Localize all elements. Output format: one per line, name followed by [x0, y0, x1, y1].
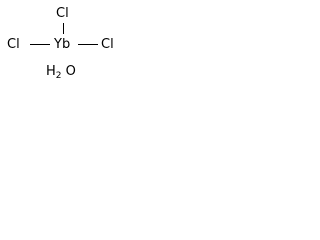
chemical-structure: Cl Cl Yb Cl H2 O: [0, 0, 128, 86]
bond-vertical: [63, 23, 64, 34]
water-h: H: [46, 64, 56, 79]
water-h-count: 2: [55, 71, 62, 81]
atom-cl-left: Cl: [7, 37, 20, 52]
atom-cl-right: Cl: [101, 37, 114, 52]
atom-yb-center: Yb: [54, 37, 71, 52]
water-formula: H2 O: [46, 64, 76, 81]
bond-left: [30, 44, 50, 45]
bond-right: [78, 44, 98, 45]
water-o: O: [65, 64, 76, 79]
atom-cl-top: Cl: [56, 6, 69, 21]
